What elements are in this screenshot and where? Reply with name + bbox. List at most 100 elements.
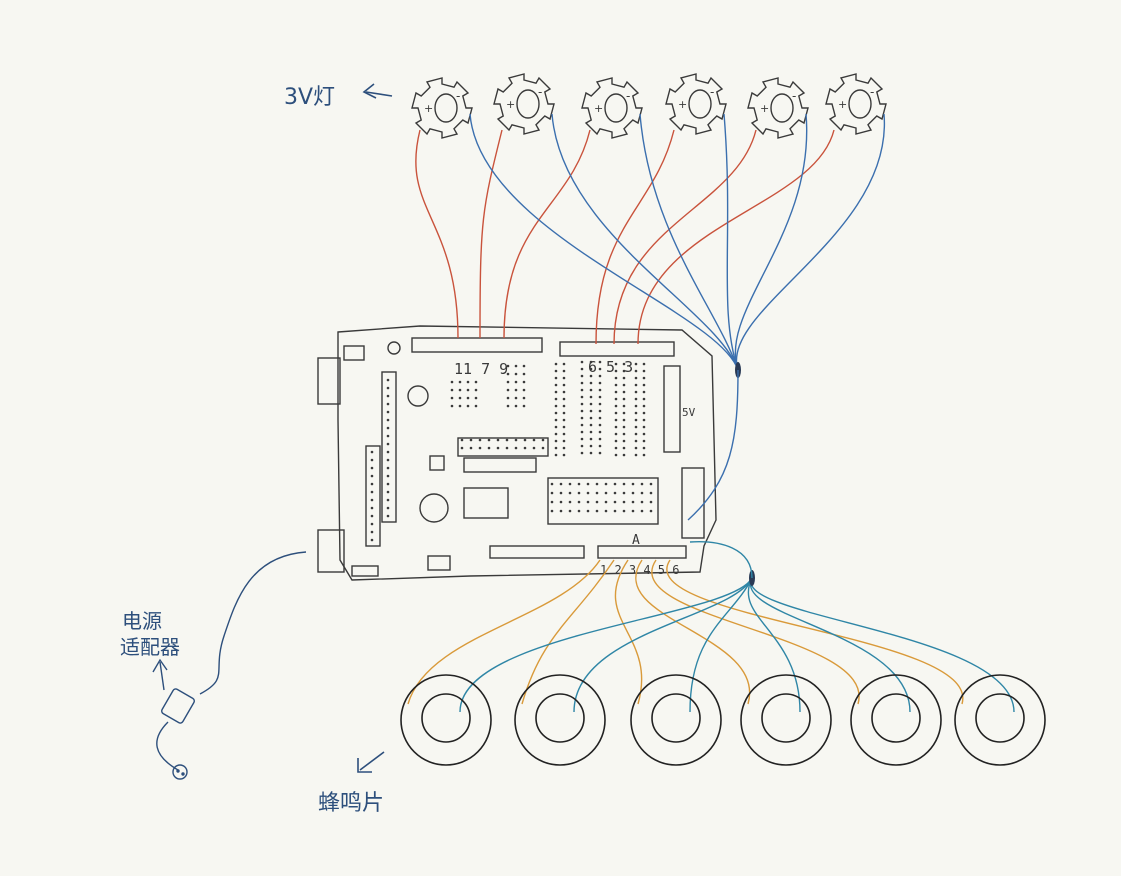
board-dot <box>496 438 500 442</box>
board-dot <box>514 404 518 408</box>
lamp-3-blue-wire <box>639 113 739 371</box>
lamp-2-blue-wire <box>551 113 739 371</box>
board-dot <box>522 388 526 392</box>
buzzer-2 <box>514 674 606 766</box>
digital-header-right <box>559 341 675 357</box>
board-dot <box>634 383 638 387</box>
board-dot <box>614 404 618 408</box>
board-dot <box>386 394 390 398</box>
buzzer-1 <box>400 674 492 766</box>
board-dot <box>469 446 473 450</box>
board-dot <box>622 439 626 443</box>
lamp-label: 3V灯 <box>284 85 335 110</box>
board-dot <box>450 396 454 400</box>
board-dot <box>642 418 646 422</box>
buzzer-inner-disc <box>535 693 585 743</box>
board-dot <box>622 404 626 408</box>
board-dot <box>634 369 638 373</box>
board-dot <box>550 500 554 504</box>
board-dot <box>598 395 602 399</box>
board-dot <box>532 446 536 450</box>
board-dot <box>589 416 593 420</box>
board-dot <box>474 380 478 384</box>
board-dot <box>523 438 527 442</box>
board-dot <box>386 402 390 406</box>
board-dot <box>562 404 566 408</box>
board-dot <box>474 388 478 392</box>
board-dot <box>580 451 584 455</box>
wires <box>407 113 1015 713</box>
board-dot <box>554 425 558 429</box>
board-dot <box>386 418 390 422</box>
buzzer-inner-disc <box>651 693 701 743</box>
board-dot <box>598 374 602 378</box>
lamp-plus-mark: + <box>594 102 603 115</box>
lamp-outline <box>665 73 727 135</box>
buzzer-2-ground-wire <box>573 577 753 713</box>
board-dot <box>496 446 500 450</box>
lamp-1-red-wire <box>415 129 459 339</box>
buzzer-4-ground-wire <box>747 577 801 713</box>
board-dot <box>642 362 646 366</box>
lamp-plus-mark: + <box>838 98 847 111</box>
lamp-6-red-wire <box>637 129 835 345</box>
board-dot <box>568 500 572 504</box>
board-dot <box>514 388 518 392</box>
lamp-lens <box>434 93 458 123</box>
lamp-2: +- <box>493 73 555 135</box>
board-dot <box>598 451 602 455</box>
board-dot <box>554 390 558 394</box>
buzzer-inner-disc <box>421 693 471 743</box>
board-dot <box>559 482 563 486</box>
board-dot <box>589 423 593 427</box>
lamp-outline <box>825 73 887 135</box>
board-dot <box>589 388 593 392</box>
buzzer-ground-wire <box>689 541 753 579</box>
board-dot <box>505 438 509 442</box>
buzzer-4 <box>740 674 832 766</box>
board-dot <box>514 446 518 450</box>
board-dot <box>386 442 390 446</box>
board-dot <box>649 509 653 513</box>
small-part-1 <box>427 555 451 571</box>
buzzer-1-signal-wire <box>407 559 601 705</box>
lamp-lens <box>516 89 540 119</box>
board-dot <box>580 430 584 434</box>
board-dot <box>580 395 584 399</box>
small-part-2 <box>351 565 379 577</box>
lamp-minus-mark: - <box>792 89 796 103</box>
board-dot <box>554 362 558 366</box>
board-dot <box>562 362 566 366</box>
board-dot <box>554 376 558 380</box>
board-dot <box>506 396 510 400</box>
board-dot <box>478 446 482 450</box>
usb-jack <box>317 357 341 405</box>
board-dot <box>466 380 470 384</box>
board-dot <box>550 482 554 486</box>
board-dot <box>622 446 626 450</box>
board-dot <box>458 380 462 384</box>
pin-label-left: 11 7 9 <box>454 360 508 378</box>
buzzer-outer-ring <box>514 674 606 766</box>
buzzer-6-ground-wire <box>750 577 1015 713</box>
board-dot <box>562 418 566 422</box>
board-dot <box>386 482 390 486</box>
board-dot <box>634 376 638 380</box>
board-dot <box>554 432 558 436</box>
board-dot <box>469 438 473 442</box>
board-dot <box>559 491 563 495</box>
board-dot <box>614 453 618 457</box>
board-dot <box>505 446 509 450</box>
board-dot <box>589 451 593 455</box>
board-dot <box>580 423 584 427</box>
board-dot <box>598 381 602 385</box>
board-dot <box>541 446 545 450</box>
lamp-plus-mark: + <box>424 102 433 115</box>
board-dot <box>589 430 593 434</box>
board-dot <box>614 418 618 422</box>
plug-icon <box>172 764 188 780</box>
lamp-lens <box>688 89 712 119</box>
board-dot <box>458 388 462 392</box>
left-header-2 <box>365 445 381 547</box>
arrow-up-icon <box>152 658 168 691</box>
